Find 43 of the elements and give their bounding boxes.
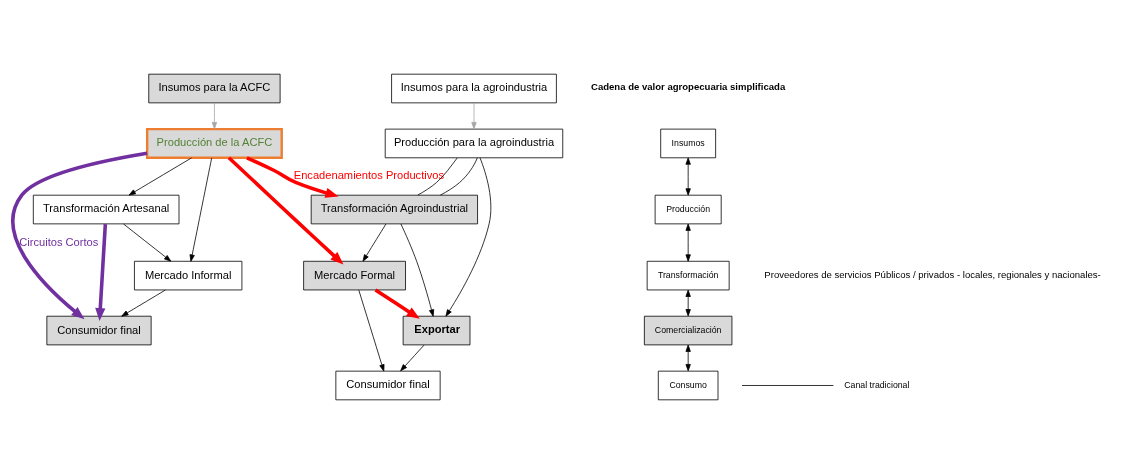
arrow (445, 157, 492, 317)
arrow (685, 289, 691, 317)
arrow (11, 151, 148, 320)
arrow (400, 344, 425, 372)
arrow (685, 157, 691, 196)
connector (417, 157, 458, 196)
edge-label: Circuitos Cortos (19, 235, 99, 248)
legend-label: Canal tradicional (844, 379, 910, 390)
node-box: Producción de la ACFC (145, 127, 283, 159)
arrow (358, 289, 385, 372)
connector (440, 157, 478, 196)
node-box: Insumos (660, 128, 717, 159)
node-box: Insumos para la ACFC (148, 73, 281, 104)
arrow (685, 344, 691, 372)
arrow (685, 223, 691, 262)
node-box: Transformación Artesanal (32, 194, 180, 225)
label: Proveedores de servicios Públicos / privados - locales, regionales y nacionales- (764, 269, 1101, 281)
node-box: Mercado Informal (134, 260, 243, 291)
node-box: Consumidor final (46, 315, 152, 346)
label: Cadena de valor agropecuaria simplificada (591, 81, 786, 93)
node-box: Consumo (657, 370, 719, 401)
arrow (400, 223, 435, 317)
node-box: Producción (654, 194, 722, 225)
arrow (471, 102, 477, 130)
arrow (227, 156, 344, 265)
node-box: Exportar (402, 315, 471, 346)
arrow (121, 289, 166, 317)
arrow (362, 223, 387, 262)
arrow (95, 223, 108, 322)
node-box: Transformación Agroindustrial (310, 194, 478, 225)
node-box: Mercado Formal (303, 260, 406, 291)
node-box: Producción para la agroindustria (384, 128, 564, 159)
arrow (374, 288, 420, 319)
node-box: Comercialización (643, 315, 733, 346)
arrow (246, 156, 339, 198)
edge-label: Encadenamientos Productivos (293, 169, 445, 182)
node-box: Transformación (646, 260, 730, 291)
arrow (189, 157, 213, 262)
node-box: Insumos para la agroindustria (391, 73, 557, 104)
arrow (211, 102, 218, 130)
arrow (128, 157, 192, 196)
arrow (123, 223, 172, 262)
node-box: Consumidor final (335, 370, 441, 401)
